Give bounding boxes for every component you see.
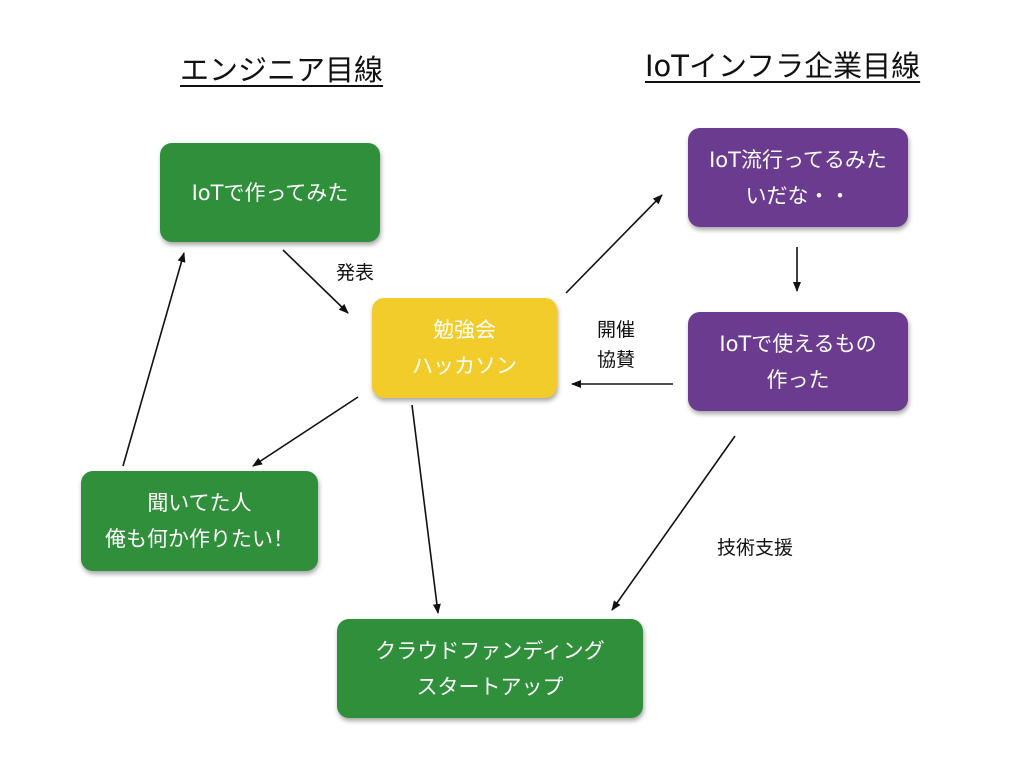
arrow-study-to-crowdfund [411, 404, 441, 614]
node-iot-trend-line-1: IoT流行ってるみた [709, 147, 887, 172]
arrow-listeners-to-iot-tried [122, 252, 186, 467]
edge-label-sponsor: 協賛 [597, 349, 636, 371]
node-iot-trend: IoT流行ってるみた いだな・・ [688, 128, 908, 227]
edge-label-tech-support: 技術支援 [717, 537, 794, 559]
node-crowdfunding-startup: クラウドファンディング スタートアップ [337, 619, 643, 718]
node-crowdfund-line-1: クラウドファンディング [375, 638, 605, 663]
arrow-iot-tried-to-study [282, 249, 349, 314]
node-listeners: 聞いてた人 俺も何か作りたい！ [81, 471, 318, 571]
node-listeners-line-1: 聞いてた人 [147, 491, 252, 515]
node-iot-trend-line-2: いだな・・ [745, 183, 851, 208]
arrow-study-to-listeners [252, 396, 359, 467]
node-iot-made-line-1: IoTで使えるもの [719, 331, 877, 356]
node-listeners-line-2: 俺も何か作りたい！ [105, 527, 294, 551]
company-perspective-heading: IoTインフラ企業目線 [645, 49, 921, 83]
node-iot-tried-line-1: IoTで作ってみた [191, 180, 349, 205]
node-study-session-hackathon: 勉強会 ハッカソン [372, 298, 557, 398]
edge-label-host-sponsor: 開催 協賛 [597, 315, 635, 375]
node-iot-made: IoTで使えるもの 作った [688, 312, 908, 411]
node-iot-made-line-2: 作った [766, 367, 830, 392]
node-study-line-2: ハッカソン [412, 354, 517, 378]
node-iot-tried: IoTで作ってみた [160, 143, 380, 242]
node-study-line-1: 勉強会 [433, 318, 496, 342]
engineer-perspective-heading: エンジニア目線 [180, 53, 384, 87]
arrow-iot-made-to-crowdfund [611, 435, 736, 611]
node-crowdfund-line-2: スタートアップ [416, 674, 564, 699]
edge-label-present: 発表 [336, 262, 375, 284]
edge-label-host: 開催 [597, 319, 636, 341]
arrow-study-to-iot-trend [565, 194, 663, 294]
